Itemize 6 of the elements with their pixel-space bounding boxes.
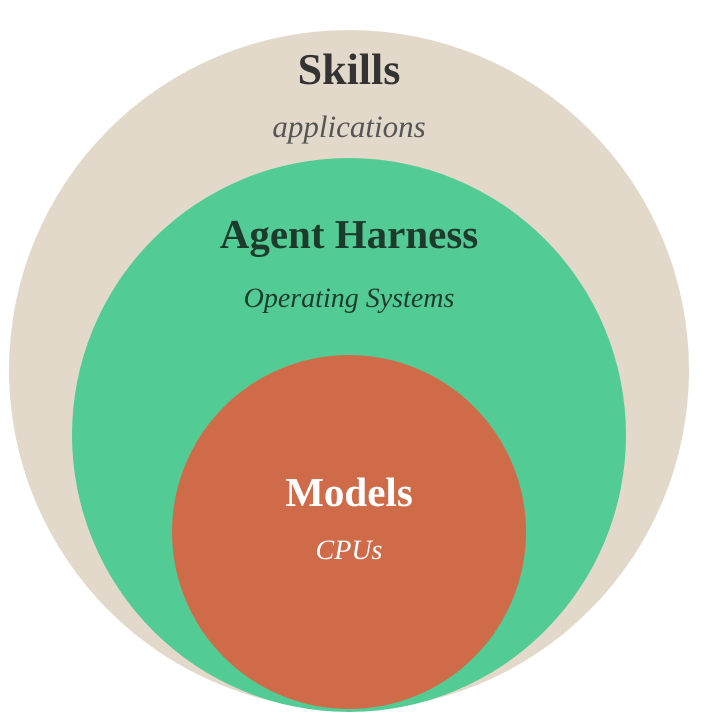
layer-subtitle: applications [272,110,426,144]
layer-title: Skills [298,46,400,94]
layer-title: Models [285,470,413,516]
layer-title: Agent Harness [220,212,478,258]
layer-subtitle: CPUs [316,536,382,567]
layer-subtitle: Operating Systems [244,284,454,315]
